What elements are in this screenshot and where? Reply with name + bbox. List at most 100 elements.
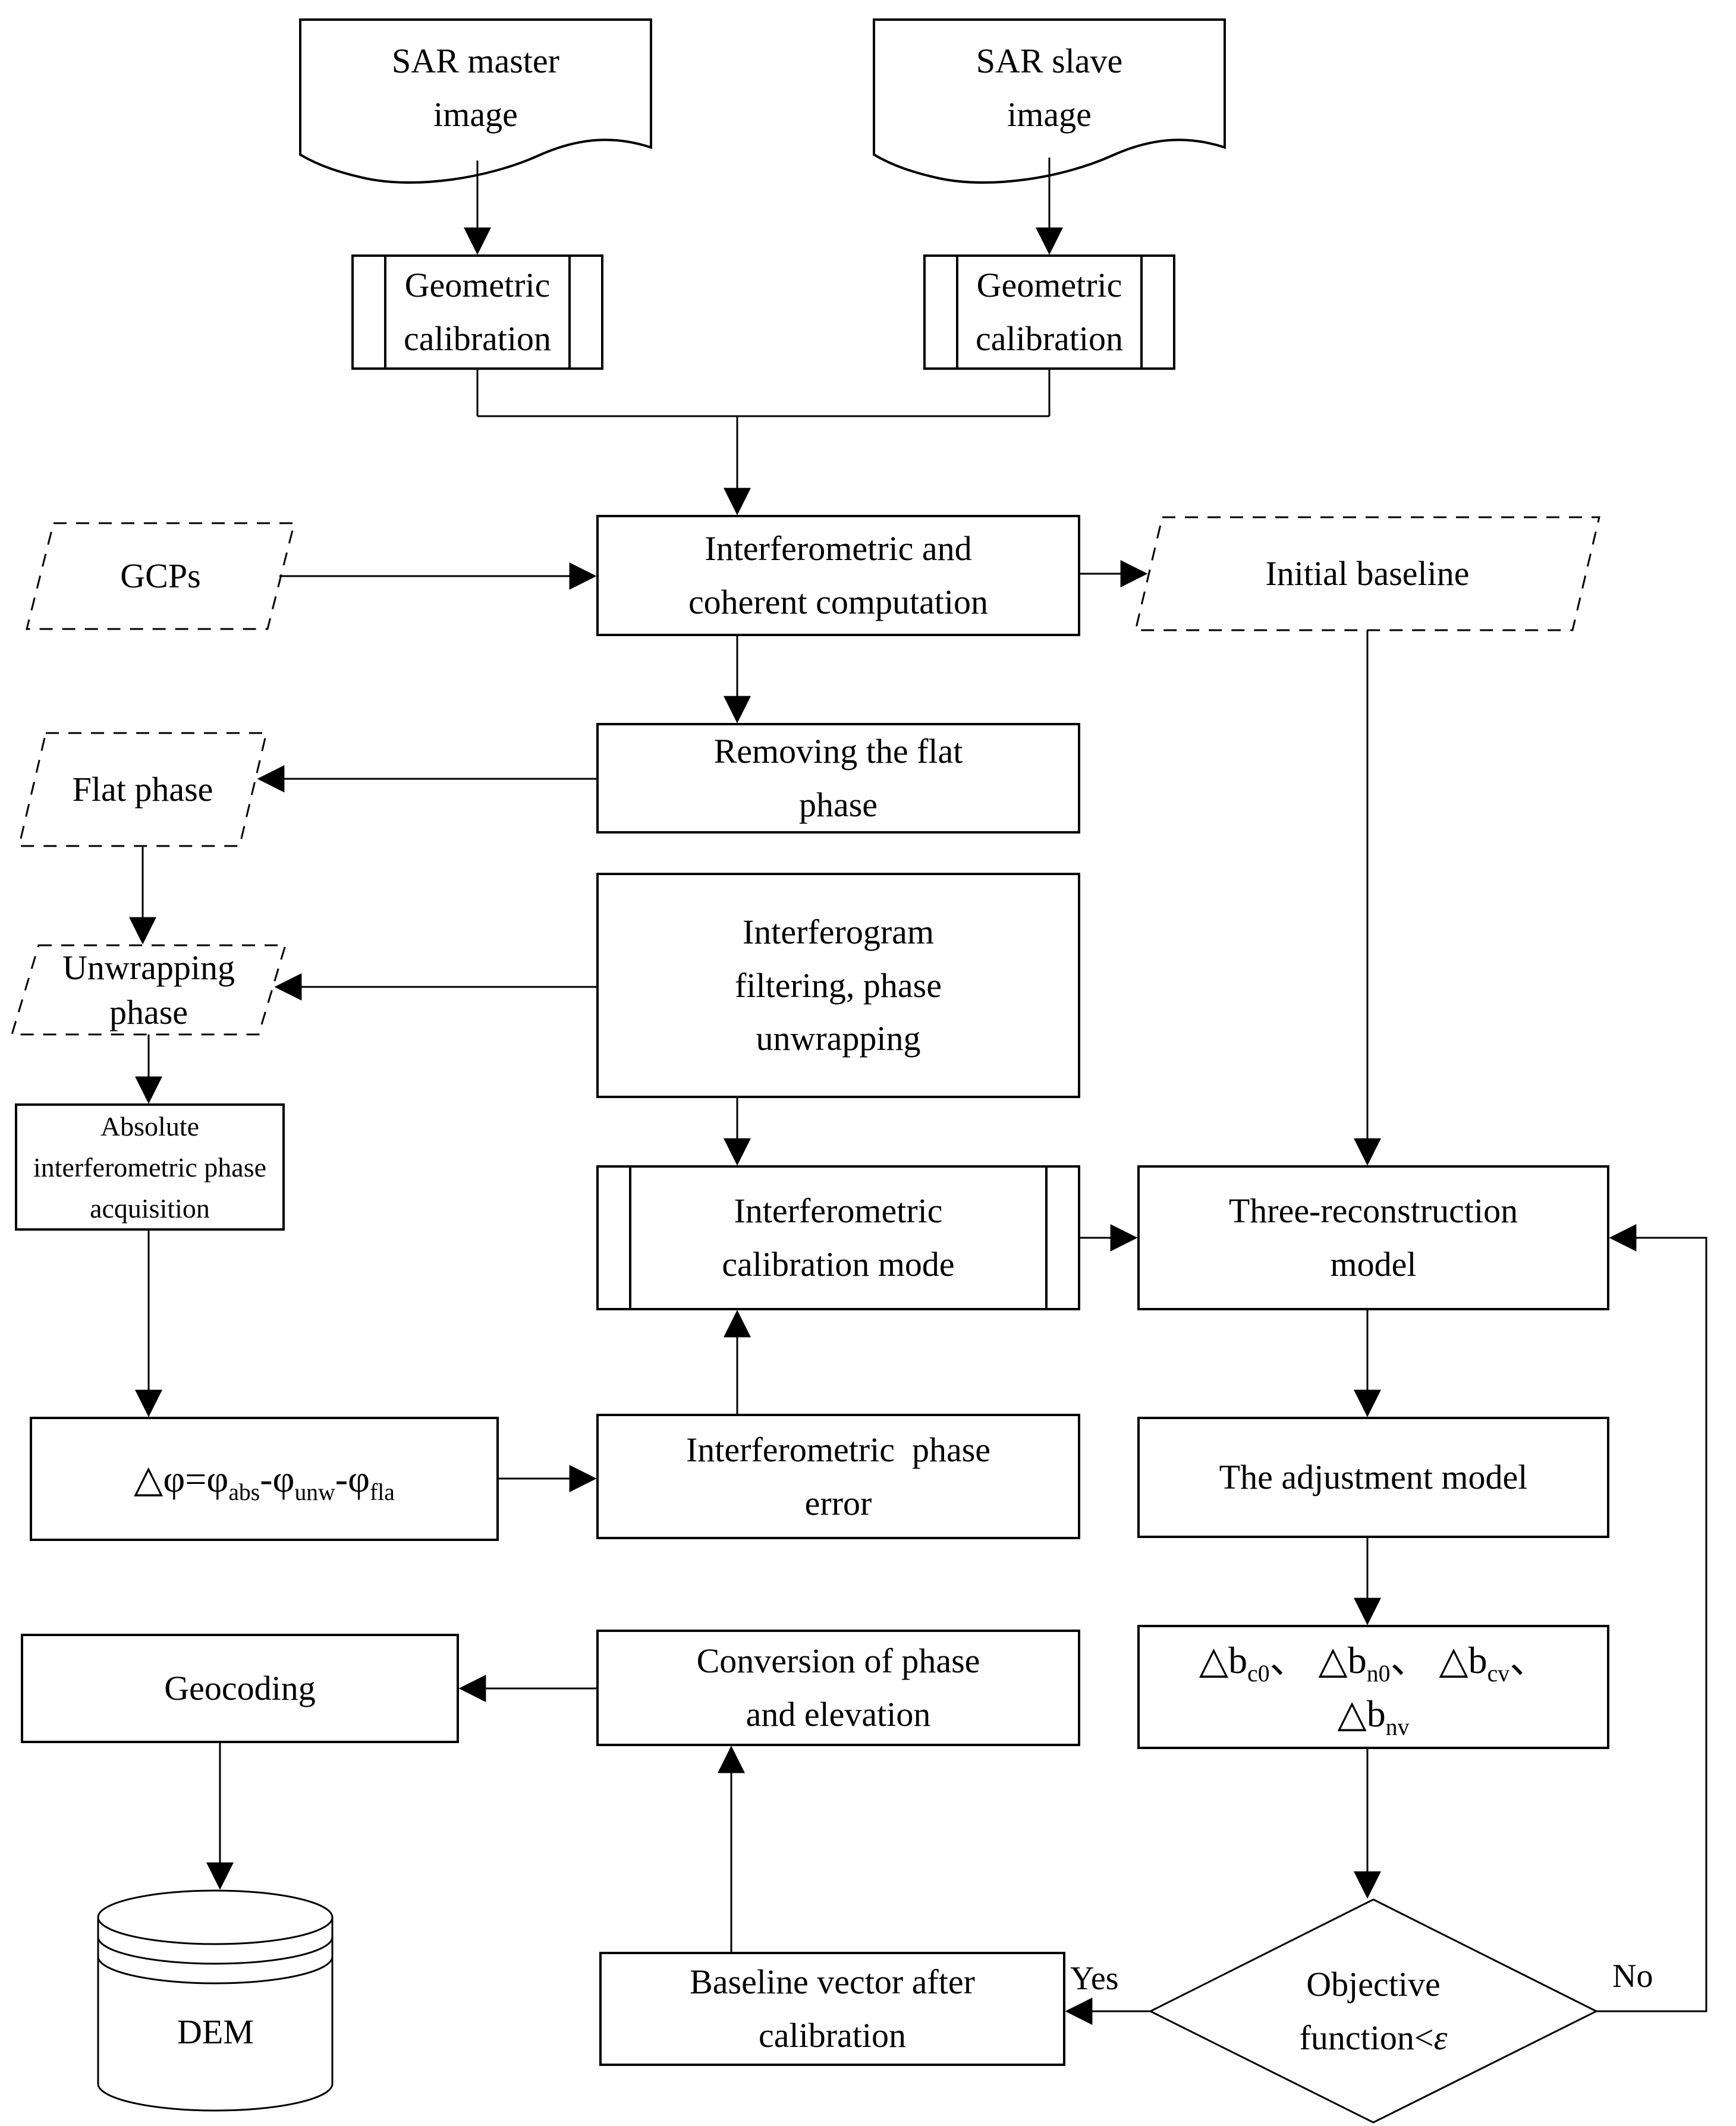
node-phase-error: Interferometric phase error <box>597 1415 1079 1538</box>
geocoding-shape <box>21 1634 459 1743</box>
delta-term: △b <box>1337 1692 1386 1735</box>
node-label-line: Conversion of phase <box>696 1641 980 1681</box>
node-adjustment-model: The adjustment model <box>1139 1418 1608 1537</box>
node-removing-flat: Removing the flat phase <box>597 724 1079 832</box>
node-label-line: Geocoding <box>164 1669 316 1708</box>
delta-sub: n0 <box>1366 1660 1391 1687</box>
node-label-line: model <box>1330 1245 1417 1284</box>
node-label-line: coherent computation <box>688 583 989 621</box>
deltas-line: △bnv <box>1338 1687 1410 1741</box>
connector-no-loop <box>1596 1224 1707 2012</box>
enum-comma: 、 <box>1509 1638 1548 1681</box>
node-baseline-deltas: △bc0、△bn0、△bcv、 △bnv <box>1139 1626 1608 1748</box>
delta-term: △b <box>1318 1638 1367 1681</box>
node-baseline-vector: Baseline vector after calibration <box>600 1953 1064 2065</box>
node-label-line: SAR master <box>392 41 559 80</box>
node-label-line: Removing the flat <box>713 732 963 771</box>
node-objective: Objective function<ε <box>1180 1952 1567 2071</box>
delta-sub: c0 <box>1247 1660 1270 1687</box>
formula-sub: abs <box>228 1479 260 1505</box>
baseline-vector-shape <box>599 1952 1065 2066</box>
node-label-line: Three-reconstruction <box>1228 1191 1518 1231</box>
formula-part: -φ <box>335 1457 370 1500</box>
enum-comma: 、 <box>1269 1638 1308 1681</box>
node-label-line: Interferometric phase <box>685 1430 991 1469</box>
node-label-line: GCPs <box>120 556 201 596</box>
node-label-line: Objective <box>1306 1965 1441 2004</box>
adjustment-model-shape <box>1137 1417 1609 1538</box>
node-label-line: filtering, phase <box>735 965 942 1005</box>
three-model-shape <box>1137 1165 1609 1310</box>
node-geocoding: Geocoding <box>22 1635 458 1742</box>
interferogram-filtering-shape <box>596 873 1080 1098</box>
node-label-line: Initial baseline <box>1265 554 1470 593</box>
gcps-shape <box>26 522 295 630</box>
node-interferogram-filtering: Interferogram filtering, phase unwrappin… <box>597 874 1079 1097</box>
node-label-line: and elevation <box>746 1695 931 1734</box>
formula-sub: fla <box>370 1479 395 1505</box>
edge-label-yes: Yes <box>1070 1960 1119 1997</box>
baseline-deltas-shape <box>1137 1625 1609 1749</box>
flat-phase-shape <box>18 732 268 847</box>
node-flat-phase: Flat phase <box>19 733 266 846</box>
node-unwrapping-phase: Unwrapping phase <box>12 945 285 1034</box>
formula-part: -φ <box>260 1457 295 1500</box>
phase-error-shape <box>596 1414 1080 1539</box>
node-label-line: calibration <box>403 319 551 358</box>
node-gcps: GCPs <box>27 523 294 629</box>
formula: △φ=φabs-φunw-φfla <box>134 1449 395 1508</box>
node-label-line: Flat phase <box>72 770 213 809</box>
edge-label-no: No <box>1612 1958 1653 1995</box>
node-label-line: interferometric phase <box>33 1152 267 1182</box>
node-dem: DEM <box>98 1983 333 2081</box>
delta-term: △b <box>1439 1638 1487 1681</box>
node-label-line: calibration mode <box>722 1245 955 1284</box>
node-label-line: Unwrapping <box>62 948 235 987</box>
delta-term: △b <box>1199 1638 1248 1681</box>
node-label-line: function<ε <box>1300 2011 1448 2065</box>
node-calib-mode: Interferometric calibration mode <box>630 1166 1046 1309</box>
node-label-line: phase <box>109 993 188 1031</box>
node-label-line: unwrapping <box>756 1019 921 1058</box>
node-label-line: image <box>433 95 518 134</box>
enum-comma: 、 <box>1390 1638 1429 1681</box>
objective-shape <box>1148 1898 1599 2124</box>
objective-condition: function< <box>1299 2018 1434 2057</box>
node-label-line: Interferometric and <box>705 529 972 568</box>
node-label-line: Baseline vector after <box>690 1963 975 2002</box>
initial-baseline-shape <box>1134 516 1600 631</box>
node-label-line: acquisition <box>90 1193 210 1224</box>
flow-connectors <box>129 158 1707 2025</box>
node-label-line: phase <box>798 785 878 824</box>
node-label-line: Interferometric <box>734 1191 943 1231</box>
dem-shape <box>97 1889 334 2112</box>
delta-sub: cv <box>1487 1660 1510 1687</box>
node-label-line: SAR slave <box>976 41 1123 80</box>
node-label-line: Interferogram <box>742 912 935 951</box>
node-phase-formula: △φ=φabs-φunw-φfla <box>31 1418 498 1540</box>
formula-part: △φ=φ <box>134 1457 229 1500</box>
node-sar-slave: SAR slave image <box>874 27 1225 149</box>
node-label-line: Absolute <box>100 1111 200 1141</box>
interf-comp-shape <box>596 515 1080 636</box>
node-geo-calib-right: Geometric calibration <box>957 256 1141 369</box>
node-label-line: Geometric <box>404 266 551 305</box>
node-label-line: DEM <box>177 2012 254 2051</box>
node-label-line: image <box>1007 95 1092 134</box>
node-interf-comp: Interferometric and coherent computation <box>597 516 1079 635</box>
node-sar-master: SAR master image <box>300 27 651 149</box>
node-three-model: Three-reconstruction model <box>1139 1166 1608 1309</box>
node-geo-calib-left: Geometric calibration <box>385 256 570 369</box>
sar-slave-shape <box>873 18 1226 184</box>
node-initial-baseline: Initial baseline <box>1136 517 1599 630</box>
epsilon-symbol: ε <box>1433 2018 1448 2057</box>
absolute-phase-shape <box>15 1103 285 1231</box>
node-label-line: calibration <box>975 319 1123 358</box>
delta-sub: nv <box>1385 1713 1410 1740</box>
node-label-line: The adjustment model <box>1219 1458 1528 1497</box>
formula-sub: unw <box>294 1479 335 1505</box>
unwrapping-phase-shape <box>10 944 287 1036</box>
node-absolute-phase: Absolute interferometric phase acquisiti… <box>16 1105 284 1229</box>
